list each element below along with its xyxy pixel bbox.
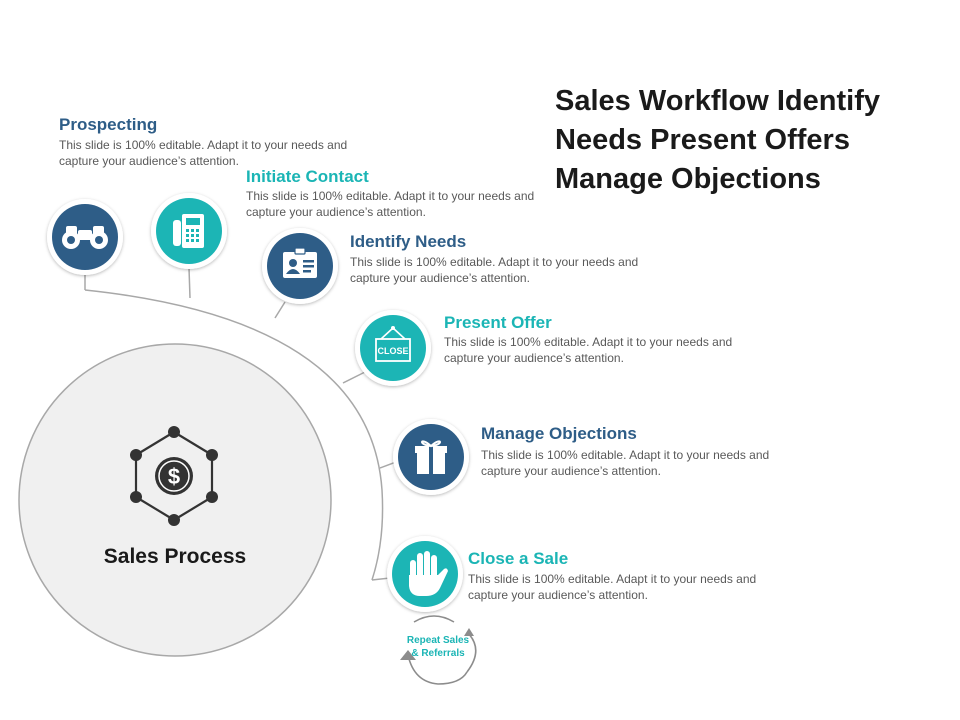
step-6-desc: This slide is 100% editable. Adapt it to…	[468, 572, 757, 602]
step-1-title: Prospecting	[59, 115, 158, 134]
cycle-arrowhead-left	[400, 650, 416, 660]
step-5-desc: This slide is 100% editable. Adapt it to…	[481, 448, 770, 478]
step-5-title: Manage Objections	[481, 424, 637, 443]
hand-icon	[409, 551, 448, 596]
step-1-desc: This slide is 100% editable. Adapt it to…	[59, 138, 348, 168]
network-dollar-icon: $	[130, 426, 218, 526]
step-3-title: Identify Needs	[350, 232, 467, 251]
cycle-arrowhead-top	[464, 628, 474, 636]
telephone-icon	[173, 214, 204, 248]
svg-text:$: $	[168, 464, 180, 489]
step-4-circle[interactable]	[355, 310, 431, 386]
step-2-desc: This slide is 100% editable. Adapt it to…	[246, 189, 535, 219]
close-sign-icon: CLOSE	[375, 326, 411, 362]
gift-icon	[415, 440, 447, 474]
id-card-icon	[283, 247, 317, 278]
timeline-arc	[84, 289, 384, 581]
step-6-title: Close a Sale	[468, 549, 569, 568]
step-3-desc: This slide is 100% editable. Adapt it to…	[350, 255, 639, 285]
connectors	[84, 267, 397, 581]
step-4-desc: This slide is 100% editable. Adapt it to…	[444, 335, 733, 365]
center-label: Sales Process	[103, 545, 247, 568]
binoculars-icon	[62, 226, 108, 249]
repeat-label: Repeat Sales & Referrals	[406, 635, 470, 659]
step-2-title: Initiate Contact	[246, 167, 369, 186]
slide-title: Sales Workflow Identify Needs Present Of…	[555, 85, 880, 195]
center-circle	[18, 343, 332, 657]
step-4-title: Present Offer	[444, 313, 552, 332]
close-sign-text: CLOSE	[377, 346, 408, 356]
